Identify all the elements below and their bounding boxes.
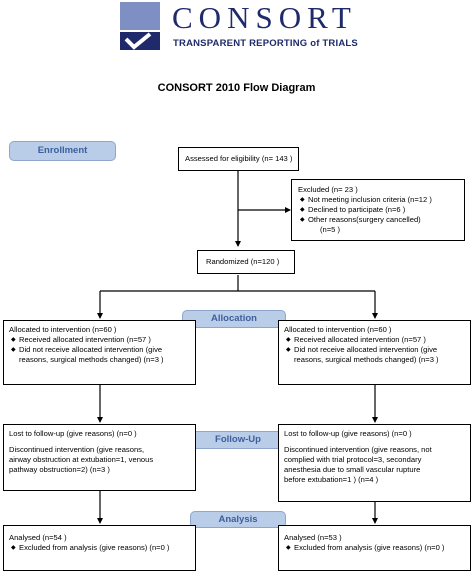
left-discontinued-line3: pathway obstruction=2) (n=3 )	[9, 465, 110, 474]
randomized-box: Randomized (n=120 )	[197, 250, 295, 274]
excluded-list: ◆Not meeting inclusion criteria (n=12 ) …	[298, 195, 460, 235]
diamond-bullet-icon: ◆	[11, 347, 16, 353]
right-analysed-text: Analysed (n=53 )	[284, 533, 342, 542]
right-allocated-heading: Allocated to intervention (n=60 )	[284, 325, 392, 334]
right-discontinued-line4: before extubation=1 ) (n=4 )	[284, 475, 379, 484]
left-lost-text: Lost to follow-up (give reasons) (n=0 )	[9, 429, 137, 438]
stage-allocation: Allocation	[182, 310, 286, 328]
left-analysis-box: Analysed (n=54 ) ◆Excluded from analysis…	[3, 525, 196, 571]
logo-wordmark: CONSORT	[172, 0, 357, 35]
left-allocated-heading: Allocated to intervention (n=60 )	[9, 325, 117, 334]
list-item: (n=5 )	[320, 225, 341, 234]
right-analysis-box: Analysed (n=53 ) ◆Excluded from analysis…	[278, 525, 471, 571]
stage-followup: Follow-Up	[186, 431, 290, 449]
stage-analysis: Analysis	[190, 511, 286, 528]
left-discontinued-line2: airway obstruction at extubation=1, veno…	[9, 455, 154, 464]
assessed-text: Assessed for eligibility (n= 143 )	[185, 154, 293, 163]
diamond-bullet-icon: ◆	[11, 337, 16, 343]
right-allocation-box: Allocated to intervention (n=60 ) ◆Recei…	[278, 320, 471, 385]
left-analysed-text: Analysed (n=54 )	[9, 533, 67, 542]
stage-enrollment-label: Enrollment	[37, 145, 88, 156]
list-item: ◆Other reasons(surgery cancelled)	[300, 215, 421, 224]
left-allocation-box: Allocated to intervention (n=60 ) ◆Recei…	[3, 320, 196, 385]
list-item: ◆Did not receive allocated intervention …	[286, 345, 438, 354]
excluded-box: Excluded (n= 23 ) ◆Not meeting inclusion…	[291, 179, 465, 241]
diamond-bullet-icon: ◆	[11, 545, 16, 551]
list-item: ◆Received allocated intervention (n=57 )	[286, 335, 426, 344]
right-followup-box: Lost to follow-up (give reasons) (n=0 ) …	[278, 424, 471, 502]
list-item: reasons, surgical methods changed) (n=3 …	[19, 355, 164, 364]
stage-analysis-label: Analysis	[218, 514, 258, 525]
stage-enrollment: Enrollment	[9, 141, 116, 161]
logo-tagline: TRANSPARENT REPORTING of TRIALS	[173, 38, 358, 49]
diagram-title: CONSORT 2010 Flow Diagram	[157, 82, 316, 94]
list-item: ◆Received allocated intervention (n=57 )	[11, 335, 151, 344]
diamond-bullet-icon: ◆	[300, 217, 305, 223]
right-discontinued-line1: Discontinued intervention (give reasons,…	[284, 445, 432, 454]
diamond-bullet-icon: ◆	[286, 337, 291, 343]
excluded-heading: Excluded (n= 23 )	[298, 185, 358, 194]
diamond-bullet-icon: ◆	[300, 207, 305, 213]
list-item: ◆Excluded from analysis (give reasons) (…	[286, 543, 445, 552]
list-item: reasons, surgical methods changed) (n=3 …	[294, 355, 439, 364]
list-item: ◆Excluded from analysis (give reasons) (…	[11, 543, 170, 552]
right-discontinued-line2: complied with trial protocol=3, secondar…	[284, 455, 422, 464]
diamond-bullet-icon: ◆	[300, 197, 305, 203]
randomized-text: Randomized (n=120 )	[206, 257, 280, 266]
assessed-box: Assessed for eligibility (n= 143 )	[178, 147, 299, 171]
list-item: ◆Declined to participate (n=6 )	[300, 205, 406, 214]
diamond-bullet-icon: ◆	[286, 347, 291, 353]
consort-logo: CONSORT TRANSPARENT REPORTING of TRIALS	[120, 0, 360, 54]
left-followup-box: Lost to follow-up (give reasons) (n=0 ) …	[3, 424, 196, 491]
stage-allocation-label: Allocation	[211, 313, 257, 324]
consort-logo-icon	[120, 2, 160, 50]
right-lost-text: Lost to follow-up (give reasons) (n=0 )	[284, 429, 412, 438]
list-item: ◆Did not receive allocated intervention …	[11, 345, 163, 354]
left-discontinued-line1: Discontinued intervention (give reasons,	[9, 445, 145, 454]
right-discontinued-line3: anesthesia due to small vascular rupture	[284, 465, 421, 474]
list-item: ◆Not meeting inclusion criteria (n=12 )	[300, 195, 432, 204]
stage-followup-label: Follow-Up	[215, 434, 261, 445]
diamond-bullet-icon: ◆	[286, 545, 291, 551]
